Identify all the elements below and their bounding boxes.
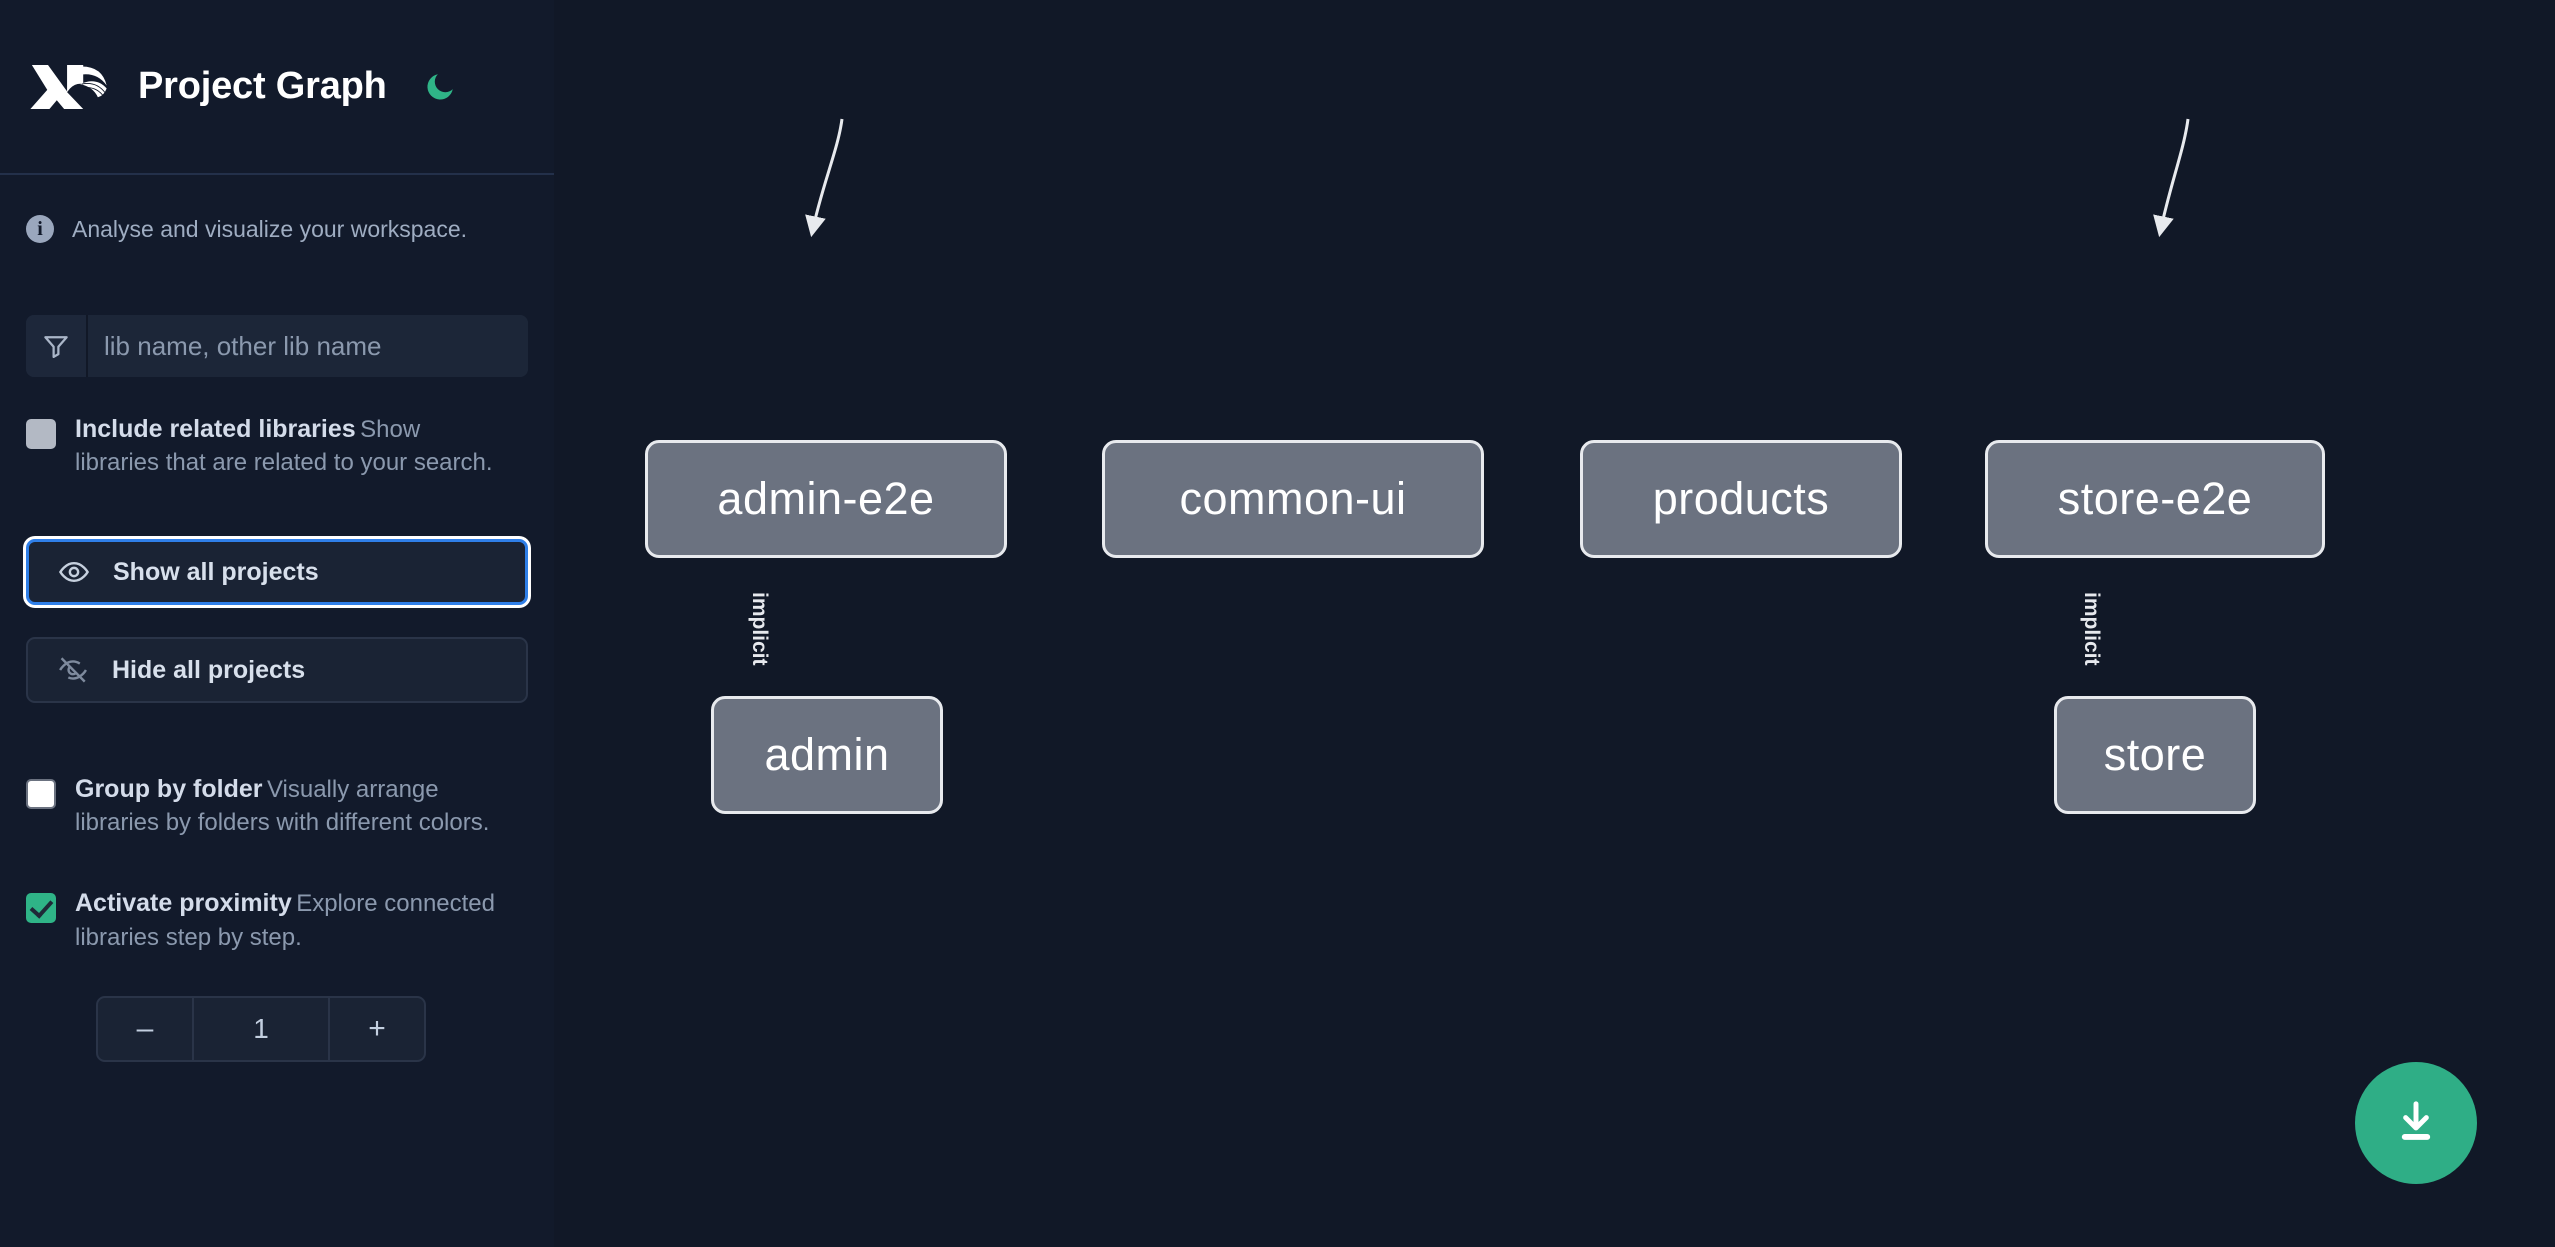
option-include-related-libraries[interactable]: Include related libraries Show libraries… [0, 391, 554, 479]
edge-label-admin-e2e-to-admin: implicit [748, 592, 771, 666]
hide-all-projects-button[interactable]: Hide all projects [26, 637, 528, 704]
include-related-libraries-label: Include related libraries [75, 415, 356, 443]
sidebar-header: Project Graph [0, 0, 554, 175]
filter-funnel-icon [26, 315, 88, 377]
search-field[interactable] [26, 315, 528, 377]
graph-canvas[interactable]: admin-e2e common-ui products store-e2e admin… [554, 0, 2555, 1247]
proximity-stepper[interactable]: – 1 + [96, 995, 426, 1062]
proximity-decrement-button[interactable]: – [98, 997, 194, 1060]
show-all-projects-button[interactable]: Show all projects [26, 539, 528, 606]
proximity-increment-button[interactable]: + [328, 997, 424, 1060]
option-activate-proximity[interactable]: Activate proximity Explore connected lib… [0, 865, 554, 953]
include-related-libraries-description: Show libraries that are related to your … [75, 416, 493, 477]
activate-proximity-checkbox[interactable] [26, 893, 56, 924]
graph-node-store[interactable]: store [2054, 696, 2256, 814]
show-all-projects-label: Show all projects [113, 557, 319, 586]
proximity-value: 1 [253, 1012, 269, 1044]
nx-logo-icon [26, 57, 114, 117]
activate-proximity-description: Explore connected libraries step by step… [75, 890, 495, 951]
group-by-folder-checkbox[interactable] [26, 779, 56, 810]
eye-icon [57, 555, 91, 589]
eye-off-icon [56, 653, 90, 687]
search-input[interactable] [88, 315, 528, 377]
graph-node-admin[interactable]: admin [711, 696, 943, 814]
download-button[interactable] [2355, 1062, 2477, 1184]
sidebar: Project Graph i Analyse and visualize yo… [0, 0, 554, 1247]
group-by-folder-description: Visually arrange libraries by folders wi… [75, 776, 490, 837]
activate-proximity-label: Activate proximity [75, 889, 292, 918]
include-related-libraries-checkbox[interactable] [26, 419, 56, 449]
option-group-by-folder[interactable]: Group by folder Visually arrange librari… [0, 751, 554, 839]
group-by-folder-label: Group by folder [75, 775, 263, 804]
page-title: Project Graph [138, 65, 387, 107]
edge-label-store-e2e-to-store: implicit [2080, 592, 2103, 666]
graph-node-store-e2e[interactable]: store-e2e [1985, 440, 2325, 558]
workspace-info: i Analyse and visualize your workspace. [0, 175, 554, 243]
download-icon [2401, 1101, 2431, 1140]
graph-node-admin-e2e[interactable]: admin-e2e [645, 440, 1007, 558]
workspace-info-text: Analyse and visualize your workspace. [72, 215, 468, 242]
graph-node-common-ui[interactable]: common-ui [1102, 440, 1484, 558]
graph-edges [805, 118, 2190, 238]
graph-node-products[interactable]: products [1580, 440, 1902, 558]
moon-icon[interactable] [419, 66, 461, 108]
info-icon: i [26, 215, 54, 243]
hide-all-projects-label: Hide all projects [112, 655, 306, 684]
